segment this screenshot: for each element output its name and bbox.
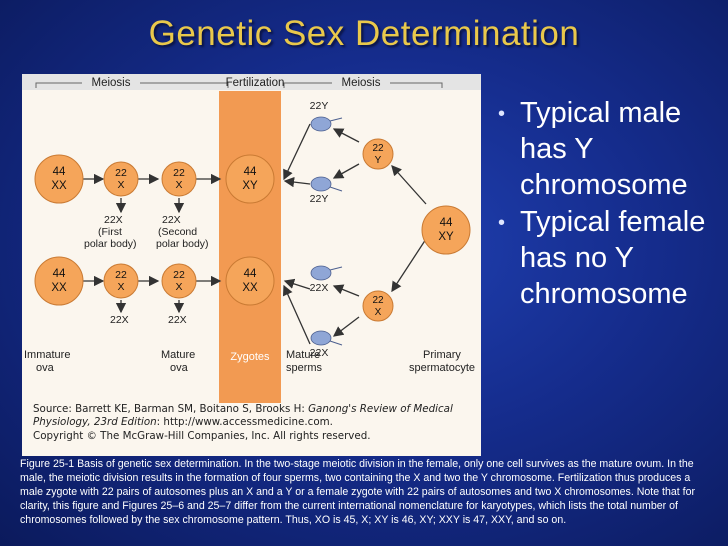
svg-text:X: X	[117, 281, 124, 293]
mature-sperms-label: Mature	[286, 349, 320, 361]
svg-text:X: X	[175, 179, 182, 191]
spermatocyte-x: 22 X	[362, 290, 394, 322]
zygotes-label: Zygotes	[230, 351, 270, 363]
meiosis-right-label: Meiosis	[342, 77, 381, 89]
sperm-1: 22Y	[310, 100, 343, 132]
svg-text:22: 22	[372, 295, 384, 306]
primary-spermatocyte: 44 XY	[421, 205, 471, 255]
svg-text:polar body): polar body)	[156, 238, 209, 250]
svg-text:(Second: (Second	[158, 226, 197, 238]
svg-text:22: 22	[372, 143, 384, 154]
fertilization-label: Fertilization	[226, 77, 285, 89]
slide-title: Genetic Sex Determination	[148, 14, 580, 53]
figure-caption: Figure 25-1 Basis of genetic sex determi…	[20, 458, 696, 526]
lower-polar-label-2: 22X	[168, 314, 187, 326]
polar-body-2-label: 22X	[162, 214, 181, 226]
zygote-column	[219, 91, 281, 403]
svg-text:22Y: 22Y	[310, 193, 329, 205]
diagram-svg: Meiosis Fertilization Meiosis	[22, 74, 481, 403]
svg-text:sperms: sperms	[286, 362, 323, 374]
mature-ova-label: Mature	[161, 349, 195, 361]
lower-polar-label-1: 22X	[110, 314, 129, 326]
svg-text:polar body): polar body)	[84, 238, 137, 250]
sex-determination-figure: Meiosis Fertilization Meiosis	[22, 74, 481, 456]
svg-text:22: 22	[173, 269, 185, 281]
bullet-dot-icon: •	[498, 212, 506, 234]
spermatocyte-y: 22 Y	[362, 138, 394, 170]
svg-text:X: X	[117, 179, 124, 191]
primary-spermatocyte-label: Primary	[423, 349, 461, 361]
svg-text:Y: Y	[375, 155, 382, 166]
immature-ova-label: Immature	[24, 349, 70, 361]
svg-text:XX: XX	[242, 282, 258, 294]
svg-text:(First: (First	[98, 226, 122, 238]
immature-ovum-1: 44 XX	[34, 154, 84, 204]
svg-text:XY: XY	[242, 180, 258, 192]
svg-text:44: 44	[53, 166, 66, 178]
sperm-4: 22X	[310, 330, 343, 359]
bullet-item: • Typical male has Y chromosome	[498, 97, 688, 201]
bullet-item: • Typical female has no Y chromosome	[498, 206, 706, 310]
svg-text:22Y: 22Y	[310, 100, 329, 112]
zygote-female: 44 XX	[225, 256, 275, 306]
svg-text:XX: XX	[51, 180, 67, 192]
svg-text:44: 44	[440, 217, 453, 229]
svg-text:22: 22	[115, 167, 127, 179]
mature-ovum-2: 22 X	[161, 263, 197, 299]
svg-text:44: 44	[53, 268, 66, 280]
oocyte-stage1-2: 22 X	[103, 263, 139, 299]
immature-ovum-2: 44 XX	[34, 256, 84, 306]
mature-ovum-1: 22 X	[161, 161, 197, 197]
polar-body-1-label: 22X	[104, 214, 123, 226]
svg-text:22: 22	[115, 269, 127, 281]
oocyte-stage1-1: 22 X	[103, 161, 139, 197]
bullet-dot-icon: •	[498, 103, 506, 125]
svg-text:44: 44	[244, 268, 257, 280]
zygote-male: 44 XY	[225, 154, 275, 204]
svg-text:X: X	[175, 281, 182, 293]
svg-text:XX: XX	[51, 282, 67, 294]
sperm-3: 22X	[310, 265, 343, 294]
svg-text:22X: 22X	[310, 347, 329, 359]
svg-text:ova: ova	[170, 362, 189, 374]
bullet-list: • Typical male has Y chromosome • Typica…	[496, 95, 721, 313]
svg-text:spermatocyte: spermatocyte	[409, 362, 475, 374]
figure-source: Source: Barrett KE, Barman SM, Boitano S…	[33, 403, 453, 442]
svg-text:XY: XY	[438, 231, 454, 243]
svg-text:X: X	[375, 307, 382, 318]
svg-text:22X: 22X	[310, 282, 329, 294]
svg-text:44: 44	[244, 166, 257, 178]
svg-text:ova: ova	[36, 362, 55, 374]
sperm-2: 22Y	[310, 176, 343, 205]
meiosis-left-label: Meiosis	[92, 77, 131, 89]
svg-text:22: 22	[173, 167, 185, 179]
